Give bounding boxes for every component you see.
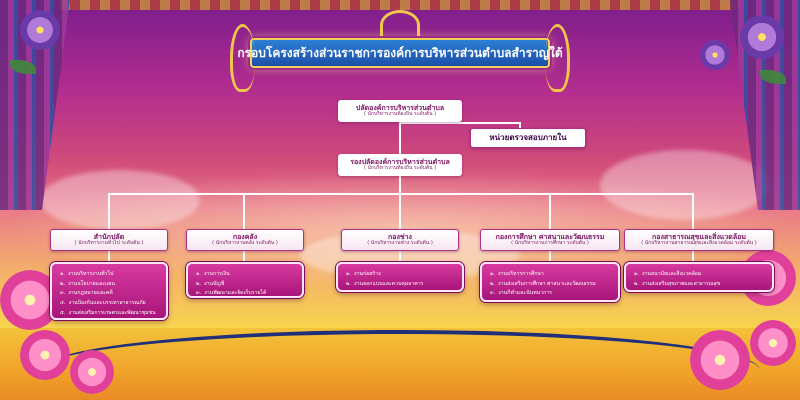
connector-line [108, 250, 110, 262]
task-item: ๑.งานการเงิน [196, 271, 230, 277]
connector-line [399, 250, 401, 262]
task-item: ๓.งานกีฬาและนันทนาการ [490, 290, 552, 297]
task-item: ๑.งานบริหารงานทั่วไป [60, 271, 114, 277]
orchid-icon [70, 350, 114, 394]
task-item: ๓.งานกฎหมายและคดี [60, 290, 113, 297]
box-subtitle: ( นักบริหารงานการศึกษา ระดับต้น ) [511, 240, 589, 247]
connector-line [399, 174, 401, 194]
box-subtitle: ( นักบริหารงานท้องถิ่น ระดับต้น ) [363, 165, 437, 172]
box-title: กองการศึกษา ศาสนาและวัฒนธรรม [495, 233, 605, 242]
title-banner: กรอบโครงสร้างส่วนราชการองค์การบริหารส่วน… [230, 24, 570, 92]
box-title: กองสาธารณสุขและสิ่งแวดล้อม [652, 233, 746, 242]
box-title: สำนักปลัด [93, 233, 125, 242]
leaf [10, 60, 36, 74]
orchid-icon [740, 15, 784, 59]
task-panel-public-health: ๑.งานอนามัยและสิ่งแวดล้อม ๒.งานส่งเสริมส… [624, 262, 774, 292]
connector-line [519, 122, 521, 130]
task-item: ๒.งานส่งเสริมสุขภาพและสาธารณสุข [634, 280, 721, 287]
task-panel-office: ๑.งานบริหารงานทั่วไป ๒.งานนโยบายและแผน ๓… [50, 262, 168, 320]
task-item: ๒.งานส่งเสริมการศึกษา ศาสนาและวัฒนธรรม [490, 280, 596, 287]
connector-line [399, 120, 401, 154]
task-item: ๓.งานพัฒนาและจัดเก็บรายได้ [196, 290, 267, 297]
department-box-public-health: กองสาธารณสุขและสิ่งแวดล้อม ( นักบริหารงา… [624, 229, 774, 251]
box-title: ปลัดองค์การบริหารส่วนตำบล [355, 104, 445, 113]
page-title: กรอบโครงสร้างส่วนราชการองค์การบริหารส่วน… [237, 45, 563, 60]
department-box-education: กองการศึกษา ศาสนาและวัฒนธรรม ( นักบริหาร… [480, 229, 620, 251]
orchid-icon [700, 40, 730, 70]
task-panel-finance: ๑.งานการเงิน ๒.งานบัญชี ๓.งานพัฒนาและจัด… [186, 262, 304, 298]
connector-line [243, 250, 245, 262]
cloud [40, 170, 200, 230]
task-item: ๑.งานบริหารการศึกษา [490, 271, 544, 277]
task-panel-engineering: ๑.งานก่อสร้าง ๒.งานออกแบบและควบคุมอาคาร [336, 262, 464, 292]
connector-line [400, 122, 520, 124]
connector-line [243, 193, 245, 229]
task-item: ๑.งานอนามัยและสิ่งแวดล้อม [634, 271, 702, 277]
orchid-icon [20, 10, 60, 50]
connector-line [108, 193, 110, 229]
deputy-administrator-box: รองปลัดองค์การบริหารส่วนตำบล ( นักบริหาร… [338, 154, 462, 176]
box-subtitle: ( นักบริหารงานสาธารณสุขและสิ่งแวดล้อม ระ… [641, 240, 757, 247]
connector-line [692, 193, 694, 229]
cloud [600, 150, 770, 220]
orchid-icon [690, 330, 750, 390]
box-title: รองปลัดองค์การบริหารส่วนตำบล [350, 158, 450, 167]
task-item: ๒.งานบัญชี [196, 280, 225, 287]
orchid-icon [20, 330, 70, 380]
internal-audit-box: หน่วยตรวจสอบภายใน [470, 128, 586, 148]
box-title: หน่วยตรวจสอบภายใน [489, 133, 567, 143]
task-item: ๔.งานป้องกันและบรรเทาสาธารณภัย [60, 299, 146, 306]
top-garland [60, 0, 740, 10]
task-panel-education: ๑.งานบริหารการศึกษา ๒.งานส่งเสริมการศึกษ… [480, 262, 620, 302]
leaf [760, 70, 786, 84]
chief-administrator-box: ปลัดองค์การบริหารส่วนตำบล ( นักบริหารงาน… [338, 100, 462, 122]
orchid-icon [750, 320, 796, 366]
connector-line [399, 193, 401, 229]
connector-line [692, 250, 694, 262]
box-subtitle: ( นักบริหารงานทั่วไป ระดับต้น ) [74, 240, 144, 247]
stage-rim [40, 330, 760, 370]
box-subtitle: ( นักบริหารงานช่าง ระดับต้น ) [367, 240, 433, 247]
title-ornament [380, 10, 420, 40]
box-title: กองช่าง [388, 233, 412, 242]
task-item: ๑.งานก่อสร้าง [346, 271, 381, 277]
connector-line [549, 250, 551, 262]
department-box-engineering: กองช่าง ( นักบริหารงานช่าง ระดับต้น ) [341, 229, 459, 251]
task-item: ๒.งานนโยบายและแผน [60, 280, 115, 287]
department-box-office: สำนักปลัด ( นักบริหารงานทั่วไป ระดับต้น … [50, 229, 168, 251]
box-title: กองคลัง [232, 233, 258, 242]
task-item: ๕.งานส่งเสริมการเกษตรและพัฒนาชุมชน [60, 309, 156, 316]
task-item: ๒.งานออกแบบและควบคุมอาคาร [346, 280, 424, 287]
connector-line [549, 193, 551, 229]
box-subtitle: ( นักบริหารงานท้องถิ่น ระดับต้น ) [363, 111, 437, 118]
box-subtitle: ( นักบริหารงานคลัง ระดับต้น ) [212, 240, 278, 247]
department-box-finance: กองคลัง ( นักบริหารงานคลัง ระดับต้น ) [186, 229, 304, 251]
